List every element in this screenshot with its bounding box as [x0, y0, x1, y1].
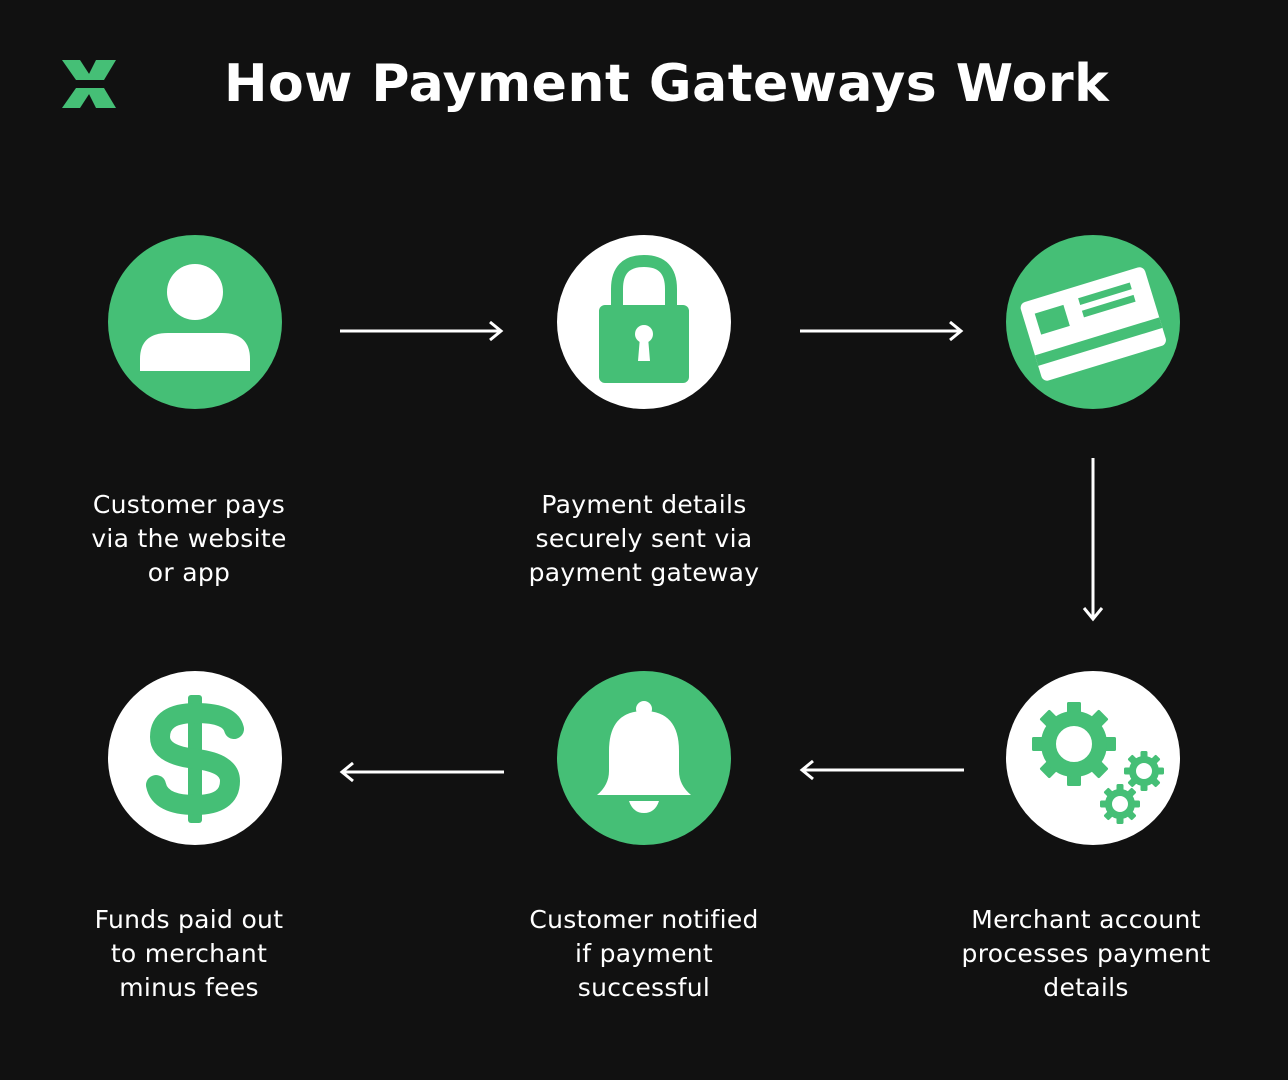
- user-icon: [140, 264, 250, 371]
- arrow-left-1: [799, 759, 964, 781]
- step-gateway-label: Payment details securely sent via paymen…: [528, 490, 760, 587]
- step-notify-label: Customer notified if payment successful: [529, 905, 759, 1002]
- gears-icon: [1032, 702, 1164, 824]
- step-funds-circle: [108, 671, 282, 845]
- credit-card-icon: [1020, 267, 1166, 381]
- dollar-sign-icon: [146, 695, 244, 823]
- brand-x-logo-icon: [62, 60, 116, 108]
- arrow-left-2: [339, 761, 504, 783]
- step-customer-label: Customer pays via the website or app: [91, 490, 287, 587]
- page-title: How Payment Gateways Work: [224, 54, 1110, 114]
- step-merchant-circle: [1006, 671, 1180, 845]
- arrow-down: [1082, 458, 1104, 622]
- bell-icon: [597, 701, 691, 813]
- step-customer-circle: [108, 235, 282, 409]
- step-notify-circle: [557, 671, 731, 845]
- step-gateway-circle: [557, 235, 731, 409]
- arrow-right-2: [800, 320, 964, 342]
- step-funds-label: Funds paid out to merchant minus fees: [94, 905, 284, 1002]
- arrow-right-1: [340, 320, 504, 342]
- lock-icon: [599, 254, 689, 383]
- step-card-circle: [1006, 235, 1180, 409]
- step-merchant-label: Merchant account processes payment detai…: [961, 905, 1211, 1002]
